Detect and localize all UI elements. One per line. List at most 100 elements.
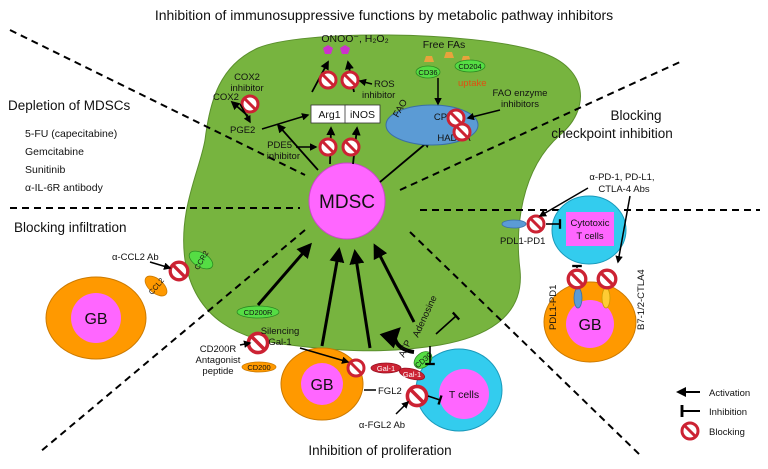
gal1-ligand-a <box>370 362 402 374</box>
block-hadha <box>452 122 472 142</box>
cytotoxic-t-nucleus <box>566 212 614 246</box>
pde5-inhibitor-label-2: inhibitor <box>267 151 300 162</box>
gb-label-infiltration: GB <box>84 311 107 328</box>
block-ccl2-ccr2 <box>168 260 190 282</box>
mdsc-nucleus <box>308 162 386 240</box>
inos-box <box>344 104 381 124</box>
drug-gemcitabine: Gemcitabine <box>25 146 84 158</box>
fgl2-label: FGL2 <box>378 386 402 397</box>
cd200r-antagonist-arrow <box>239 340 252 348</box>
hadha-label: HADHA <box>437 133 471 144</box>
cd200-label: CD200 <box>247 363 270 372</box>
gb-label-proliferation: GB <box>310 377 333 394</box>
pdl1-pd1-vertical-label: PDL1-PD1 <box>548 285 559 330</box>
cd200-ligand <box>241 361 277 373</box>
fao-inhibitor-label-2: inhibitors <box>501 99 539 110</box>
block-gal1 <box>346 358 366 378</box>
pdl1-ligand <box>501 219 527 229</box>
proliferation-activation-arrows <box>256 242 416 349</box>
legend-blocking-label: Blocking <box>709 427 745 438</box>
gb-label-checkpoint: GB <box>578 317 601 334</box>
section-title-checkpoint-1: Blocking <box>610 108 661 123</box>
cd36-receptor <box>415 65 441 79</box>
anti-fgl2-arrow <box>395 400 410 415</box>
gal1-label-b: Gal-1 <box>403 370 421 379</box>
block-fgl2 <box>405 384 429 408</box>
free-fas-label: Free FAs <box>423 39 466 51</box>
fao-inhibitor-arrow <box>466 109 501 121</box>
fgl2-inhibition <box>427 395 443 405</box>
cytotoxic-label-1: Cytotoxic <box>570 218 609 229</box>
pdl1-pd1-label: PDL1-PD1 <box>500 236 545 247</box>
ros-inhibitor-label-1: ROS <box>374 79 395 90</box>
cd204-label: CD204 <box>458 62 481 71</box>
cd36-label: CD36 <box>418 68 437 77</box>
silencing-gal1-label-2: Gal-1 <box>268 337 291 348</box>
silencing-gal1-label-1: Silencing <box>261 326 300 337</box>
adenosine-inhibition <box>435 311 461 335</box>
diagram-title: Inhibition of immunosuppressive function… <box>155 7 613 23</box>
block-ros-right <box>340 70 360 90</box>
section-title-proliferation: Inhibition of proliferation <box>308 443 451 458</box>
pge2-label: PGE2 <box>230 125 255 136</box>
depletion-drug-list: 5-FU (capecitabine) Gemcitabine Sunitini… <box>25 128 117 194</box>
block-cox2 <box>240 94 260 114</box>
ros-inhibitor-label-2: inhibitor <box>362 90 395 101</box>
arg1-label: Arg1 <box>318 109 340 121</box>
anti-ccl2-arrow <box>149 261 172 270</box>
abs-to-ctla4-arrow <box>615 195 631 264</box>
block-pdl1-pd1 <box>526 214 546 234</box>
section-title-infiltration: Blocking infiltration <box>14 220 127 235</box>
block-pdl1-pd1-vertical <box>566 268 588 290</box>
drug-5fu: 5-FU (capecitabine) <box>25 128 117 140</box>
fao-inhibitor-label-1: FAO enzyme <box>493 88 548 99</box>
block-b7-ctla4 <box>596 268 618 290</box>
section-title-depletion: Depletion of MDSCs <box>8 98 131 113</box>
pde5-inhibitor-label-1: PDE5 <box>267 140 292 151</box>
ros-inhibitor-arrow <box>358 78 373 87</box>
atp-adenosine-arrow <box>379 327 415 354</box>
mdsc-label: MDSC <box>319 192 375 213</box>
cd204-receptor <box>454 59 486 73</box>
b7-ligand <box>601 287 611 309</box>
cd200r-antagonist-label-1: CD200R <box>200 344 237 355</box>
b7-ctla4-label: B7-1/2-CTLA4 <box>636 269 647 330</box>
anti-fgl2-label: α-FGL2 Ab <box>359 420 405 431</box>
block-ros-left <box>318 70 338 90</box>
ros-product-icons <box>323 45 350 54</box>
cd200r-antagonist-label-3: peptide <box>202 366 233 377</box>
inos-label: iNOS <box>350 109 375 121</box>
drug-sunitinib: Sunitinib <box>25 164 65 176</box>
legend: Activation Inhibition Blocking <box>676 387 750 441</box>
ccl2-ligand <box>144 275 168 297</box>
gal1-label-a: Gal-1 <box>377 364 395 373</box>
cd200r-antagonist-label-2: Antagonist <box>196 355 241 366</box>
anti-ccl2-label: α-CCL2 Ab <box>112 252 159 263</box>
gal1-ligand-b <box>398 367 426 381</box>
cd200r-label: CD200R <box>244 308 273 317</box>
block-pde5-left <box>318 137 338 157</box>
legend-blocking-icon <box>680 421 700 441</box>
ros-products-label: ONOO⁻, H₂O₂ <box>321 33 388 45</box>
uptake-label: uptake <box>458 78 487 89</box>
checkpoint-abs-label-1: α-PD-1, PD-L1, <box>589 172 654 183</box>
abs-to-pd1-arrow <box>538 187 589 217</box>
cox2-inhibitor-label-2: inhibitor <box>230 83 263 94</box>
gb-nucleus-infiltration <box>71 293 121 343</box>
block-pde5-right <box>341 137 361 157</box>
ccr2-receptor <box>188 250 214 270</box>
legend-activation-label: Activation <box>709 388 750 399</box>
checkpoint-abs-label-2: CTLA-4 Abs <box>598 184 649 195</box>
gb-nucleus-proliferation <box>301 363 343 405</box>
cd200r-receptor <box>236 305 280 319</box>
drug-anti-il6r: α-IL-6R antibody <box>25 182 104 194</box>
pdl1-ligand-vertical <box>573 287 583 309</box>
cox2-label: COX2 <box>213 92 239 103</box>
silencing-gal1-arrow <box>299 347 350 364</box>
cpt1-label: CPT1 <box>434 112 458 123</box>
cytotoxic-label-2: T cells <box>576 231 604 242</box>
t-cell-nucleus <box>439 369 489 419</box>
t-cells-label: T cells <box>449 389 479 401</box>
section-title-checkpoint-2: checkpoint inhibition <box>551 126 673 141</box>
